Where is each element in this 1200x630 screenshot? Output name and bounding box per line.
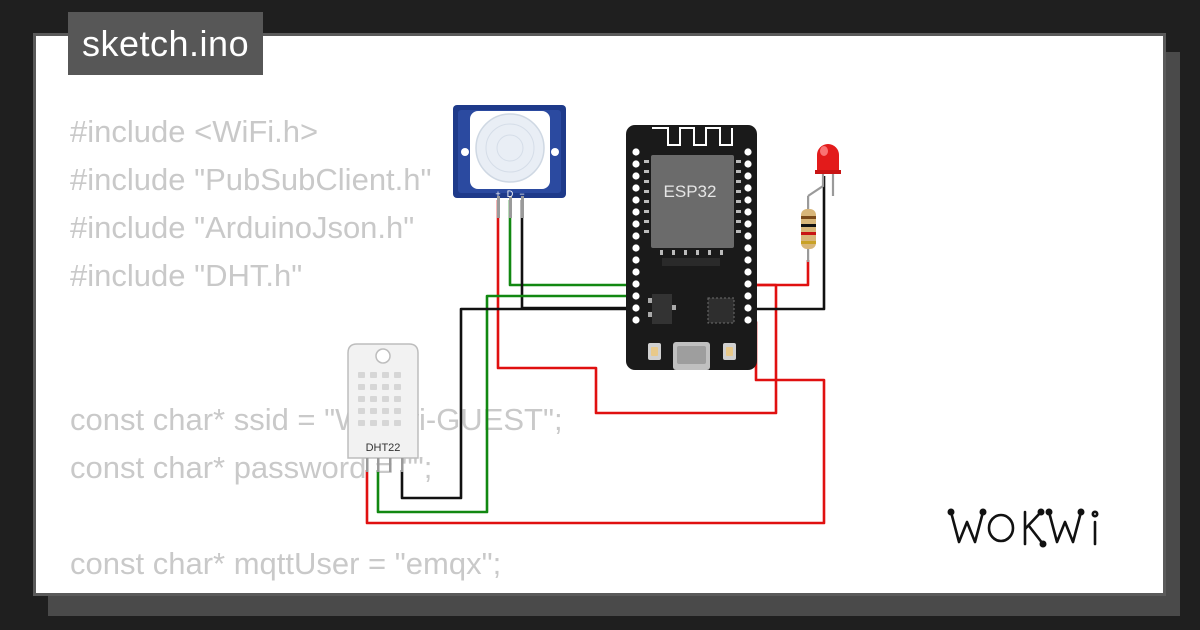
sketch-title-tab: sketch.ino [68,12,264,75]
pir-sensor-icon[interactable]: + D − [453,105,566,218]
pir-pin-minus-label: − [519,189,524,199]
wire-black-pir-gnd [520,200,636,310]
esp32-board-icon[interactable]: ESP32 [626,125,757,370]
code-line: #include <WiFi.h> [70,114,319,149]
dht22-sensor-icon[interactable]: DHT22 [347,343,419,472]
wire-black-led-gnd [748,176,826,311]
red-led-icon[interactable] [807,144,841,197]
wokwi-logo-icon [947,508,1099,548]
wire-green-dht-data [376,294,636,514]
code-line: #include "ArduinoJson.h" [70,210,415,245]
code-background: #include <WiFi.h> #include "PubSubClient… [70,108,577,593]
code-line: #include "DHT.h" [70,258,303,293]
esp32-chip-label: ESP32 [664,182,717,201]
wire-black-dht-gnd [400,307,636,500]
preview-card: #include <WiFi.h> #include "PubSubClient… [33,33,1166,596]
code-line: #include "PubSubClient.h" [70,162,432,197]
pir-pin-d-label: D [507,189,514,199]
code-line: const char* password = ""; [70,450,433,485]
pir-pin-plus-label: + [495,189,500,199]
code-line: const char* mqttUser = "emqx"; [70,546,502,581]
resistor-icon[interactable] [801,196,816,262]
wire-green-pir-data [508,200,636,287]
dht22-label: DHT22 [366,442,401,454]
wire-red-led [748,260,810,287]
